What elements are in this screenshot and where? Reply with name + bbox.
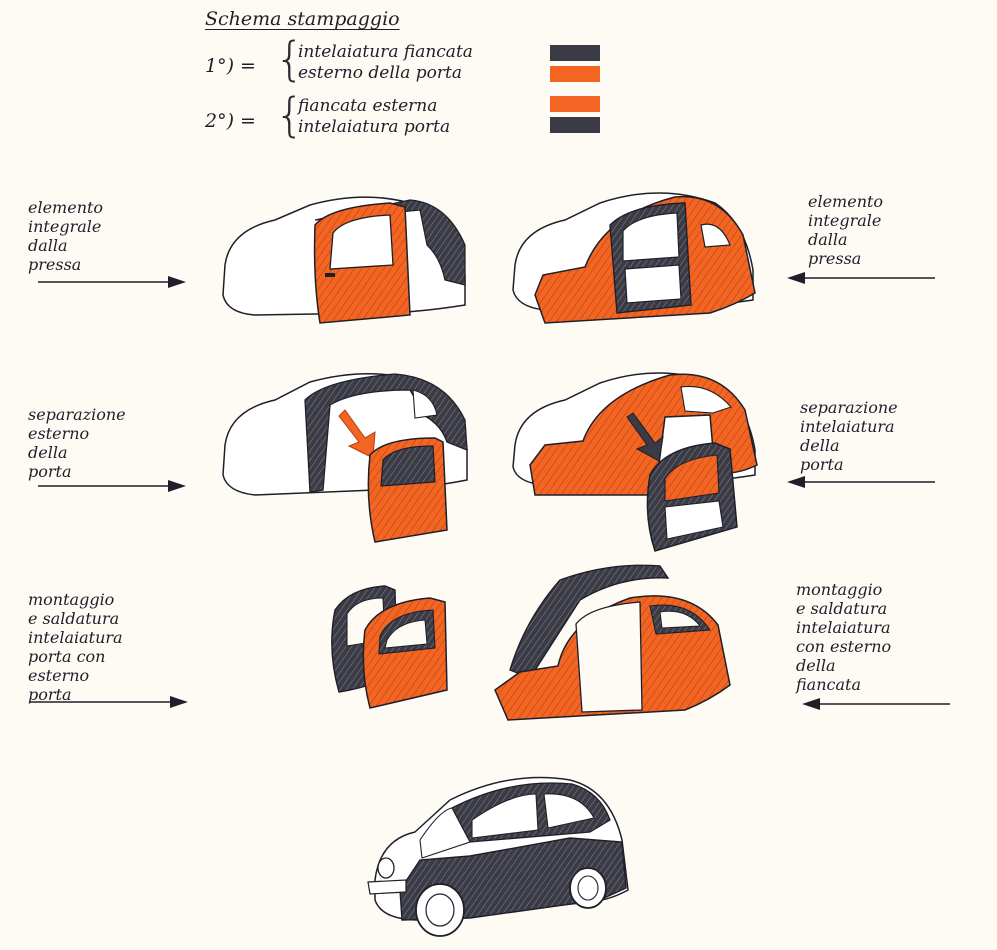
arrow-left-icon (787, 476, 935, 488)
legend-1-brace: { (275, 32, 305, 86)
left-step-1-label: elemento integrale dalla pressa (28, 198, 104, 274)
arrow-right-icon (38, 276, 186, 288)
legend-1-swatch-dark (550, 45, 600, 61)
right-step-3-label: montaggio e saldatura intelaiatura con e… (796, 580, 892, 694)
right-step-2-label: separazione intelaiatura della porta (800, 398, 898, 474)
legend-2-swatch-dark (550, 117, 600, 133)
right-step-1-label: elemento integrale dalla pressa (808, 192, 884, 268)
car-body-illustration (512, 372, 758, 552)
legend-2-item-2: intelaiatura porta (298, 117, 451, 137)
left-step-2-label: separazione esterno della porta (28, 405, 126, 481)
car-body-illustration (222, 373, 468, 543)
legend-1-item-1: intelaiatura fiancata (298, 42, 473, 62)
legend-2-swatch-orange (550, 96, 600, 112)
left-step-3-label: montaggio e saldatura intelaiatura porta… (28, 590, 123, 704)
legend-1-number: 1°) = (205, 55, 256, 77)
car-body-illustration (512, 192, 756, 324)
legend-2-brace: { (275, 88, 305, 142)
car-body-illustration (494, 564, 731, 721)
arrow-left-icon (787, 272, 935, 284)
legend-2-number: 2°) = (205, 110, 256, 132)
arrow-right-icon (38, 480, 186, 492)
car-body-illustration (222, 196, 466, 324)
car-body-illustration (367, 776, 629, 937)
legend-2-item-1: fiancata esterna (298, 96, 438, 116)
legend-1-swatch-orange (550, 66, 600, 82)
diagram-title: Schema stampaggio (205, 8, 400, 30)
door-illustration (331, 585, 448, 709)
legend-1-item-2: esterno della porta (298, 63, 462, 83)
arrow-left-icon (802, 698, 950, 710)
arrow-right-icon (30, 696, 188, 708)
